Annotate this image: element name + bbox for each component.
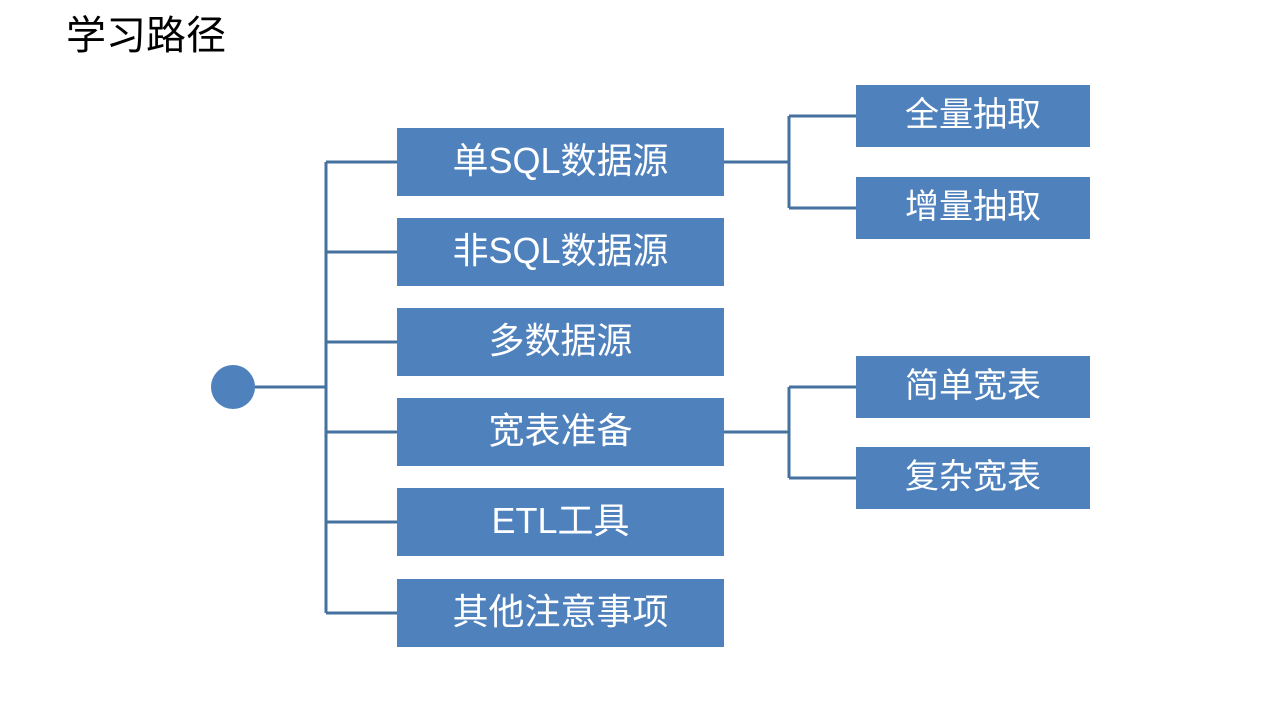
node-label: 全量抽取 (905, 96, 1041, 134)
node-label: 其他注意事项 (452, 591, 669, 632)
node-label: ETL工具 (491, 500, 630, 541)
node-etl-tools[interactable]: ETL工具 (397, 488, 724, 556)
node-multi-source[interactable]: 多数据源 (397, 308, 724, 376)
node-single-sql-source[interactable]: 单SQL数据源 (397, 128, 724, 196)
node-incremental-extraction[interactable]: 增量抽取 (856, 177, 1090, 239)
node-label: 宽表准备 (488, 410, 633, 451)
node-non-sql-source[interactable]: 非SQL数据源 (397, 218, 724, 286)
node-label: 单SQL数据源 (452, 140, 669, 181)
page-title: 学习路径 (66, 14, 226, 58)
node-other-notes[interactable]: 其他注意事项 (397, 579, 724, 647)
node-simple-wide-table[interactable]: 简单宽表 (856, 356, 1090, 418)
node-label: 增量抽取 (905, 188, 1041, 226)
node-label: 多数据源 (488, 320, 633, 361)
node-complex-wide-table[interactable]: 复杂宽表 (856, 447, 1090, 509)
root-node-circle[interactable] (211, 365, 255, 409)
node-label: 简单宽表 (905, 367, 1041, 405)
node-full-extraction[interactable]: 全量抽取 (856, 85, 1090, 147)
node-label: 复杂宽表 (905, 458, 1041, 496)
node-label: 非SQL数据源 (452, 230, 669, 271)
node-wide-table-prep[interactable]: 宽表准备 (397, 398, 724, 466)
